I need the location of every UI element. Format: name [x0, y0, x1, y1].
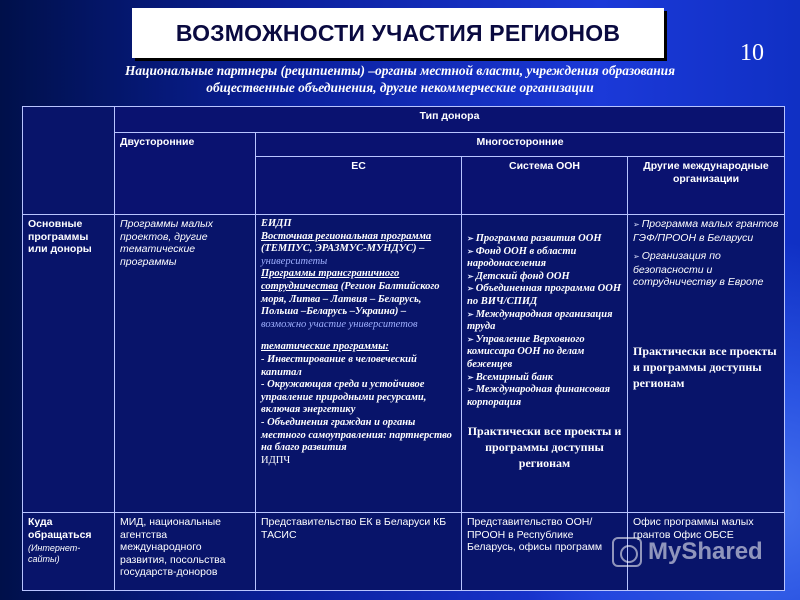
- eu-eidhr: ЕИДП: [261, 218, 292, 229]
- subtitle-line-1: Национальные партнеры (реципиенты) –орга…: [124, 63, 676, 78]
- eu-thematic-tail: ИДПЧ: [261, 454, 291, 466]
- subtitle-line-2: общественные объединения, другие некомме…: [206, 80, 594, 95]
- un-program-item: Детский фонд ООН: [467, 271, 622, 284]
- header-other: Другие международные организации: [626, 156, 786, 215]
- slide-subtitle: Национальные партнеры (реципиенты) –орга…: [60, 62, 740, 96]
- un-program-item: Фонд ООН в области народонаселения: [467, 246, 622, 271]
- cell-contacts-eu: Представительство ЕК в Беларуси КБ ТАСИС: [255, 512, 462, 591]
- eu-thematic-title: тематические программы:: [261, 341, 389, 353]
- watermark-text: MyShared: [648, 538, 763, 565]
- un-program-item: Программа развития ООН: [467, 233, 622, 246]
- cell-contacts-un: Представительство ООН/ПРООН в Республике…: [461, 512, 628, 591]
- un-program-item: Объединенная программа ООН по ВИЧ/СПИД: [467, 283, 622, 308]
- donor-table: Тип донора Двусторонние Многосторонние Е…: [22, 106, 786, 591]
- un-program-item: Международная финансовая корпорация: [467, 384, 622, 409]
- header-un: Система ООН: [461, 156, 628, 215]
- row-label-programs: Основные программы или доноры: [22, 214, 115, 513]
- eu-regional-title: Восточная региональная программа: [261, 230, 432, 242]
- cell-programs-eu: ЕИДП Восточная региональная программа (Т…: [255, 214, 462, 513]
- eu-thematic-item: - Объединения граждан и органы местного …: [261, 416, 452, 454]
- contacts-note: (Интернет-сайты): [28, 543, 81, 565]
- header-donor-type: Тип донора: [113, 106, 786, 133]
- cell-contacts-bilateral: МИД, национальные агентства международно…: [114, 512, 256, 591]
- slide-title: ВОЗМОЖНОСТИ УЧАСТИЯ РЕГИОНОВ: [175, 19, 621, 46]
- header-bilateral: Двусторонние: [114, 132, 256, 215]
- corner-cell: [22, 106, 115, 215]
- header-eu: ЕС: [255, 156, 462, 215]
- slide-number: 10: [740, 40, 764, 66]
- other-summary: Практически все проекты и программы дост…: [633, 343, 777, 390]
- contacts-label: Куда обращаться: [28, 516, 92, 541]
- eu-cross-note: возможно участие университетов: [261, 318, 418, 330]
- eu-universities: университеты: [261, 255, 328, 267]
- watermark: MyShared: [612, 532, 782, 572]
- row-label-contacts: Куда обращаться (Интернет-сайты): [22, 512, 115, 591]
- eu-thematic-item: - Инвестирование в человеческий капитал: [261, 353, 417, 378]
- un-program-item: Всемирный банк: [467, 372, 622, 385]
- un-program-item: Управление Верховного комиссара ООН по д…: [467, 334, 622, 372]
- un-program-item: Международная организация труда: [467, 309, 622, 334]
- un-summary: Практически все проекты и программы дост…: [467, 424, 622, 471]
- other-program-item: Программа малых грантов ГЭФ/ПРООН в Бела…: [633, 218, 779, 244]
- cell-programs-other: Программа малых грантов ГЭФ/ПРООН в Бела…: [626, 214, 786, 513]
- eu-regional-detail: (ТЕМПУС, ЭРАЗМУС-МУНДУС) –: [261, 243, 425, 255]
- cell-contacts-other: Офис программы малых грантов Офис ОБСЕ: [626, 512, 786, 591]
- eu-cross-detail: (Регион Балтийского моря, Литва – Латвия…: [261, 280, 440, 318]
- cell-programs-un: Программа развития ООН Фонд ООН в област…: [461, 214, 628, 513]
- header-multilateral: Многосторонние: [254, 132, 786, 157]
- cell-programs-bilateral: Программы малых проектов, другие тематич…: [114, 214, 256, 513]
- title-box: ВОЗМОЖНОСТИ УЧАСТИЯ РЕГИОНОВ: [132, 8, 664, 58]
- other-program-item: Организация по безопасности и сотрудниче…: [633, 250, 779, 289]
- eu-cross-title: Программы трансграничного сотрудничества: [261, 268, 400, 292]
- eu-thematic-item: - Окружающая среда и устойчивое управлен…: [261, 379, 427, 416]
- camera-icon: [612, 537, 642, 567]
